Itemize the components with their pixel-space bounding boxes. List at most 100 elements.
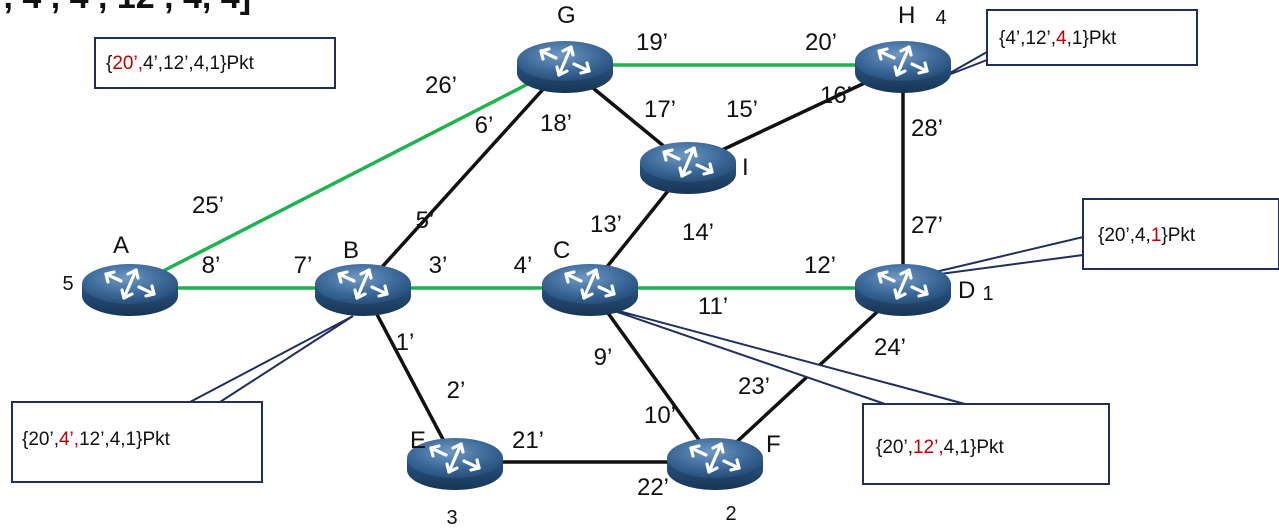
callout-part: {20’,4,	[1098, 225, 1151, 246]
port-label: 26’	[425, 72, 457, 99]
node-label-g: G	[557, 2, 576, 29]
callout-h: {4’,12’,4,1}Pkt	[942, 9, 1198, 78]
router-icon	[540, 262, 640, 318]
callout-box	[1082, 198, 1279, 270]
router-f[interactable]	[665, 436, 765, 492]
port-label: 25’	[192, 192, 224, 219]
callout-c: {20’,12’,4,1}Pkt	[599, 305, 1110, 485]
router-icon	[665, 436, 765, 492]
callout-part: }Pkt	[1161, 225, 1196, 246]
node-label-h: H	[898, 2, 915, 29]
callout-text: {20’,4’,12’,4,1}Pkt	[22, 429, 171, 450]
node-number-h: 4	[935, 7, 946, 29]
callout-part: {	[106, 53, 113, 74]
router-icon	[853, 39, 953, 95]
callout-text: {4’,12’,4,1}Pkt	[999, 28, 1117, 49]
callout-part: 12’,4,1}Pkt	[79, 429, 171, 450]
router-icon	[638, 140, 738, 196]
callout-box	[11, 401, 263, 483]
router-c[interactable]	[540, 262, 640, 318]
link-b-e	[361, 287, 457, 463]
port-label: 2’	[447, 377, 466, 404]
port-label: 5’	[416, 207, 435, 234]
link-c-f	[588, 286, 717, 464]
port-label: 28’	[911, 115, 943, 142]
port-label: 21’	[512, 427, 544, 454]
port-label: 23’	[738, 373, 770, 400]
callout-box	[862, 403, 1110, 485]
port-label: 1’	[396, 329, 415, 356]
router-g[interactable]	[515, 39, 615, 95]
port-label: 4’	[514, 252, 533, 279]
callout-part: 4,1}Pkt	[944, 437, 1005, 458]
port-label: 8’	[202, 252, 221, 279]
port-label: 7’	[294, 252, 313, 279]
callout-box	[94, 37, 336, 89]
callout-part: {4’,12’,	[999, 28, 1056, 49]
port-label: 6’	[475, 112, 494, 139]
callout-d: {20’,4,1}Pkt	[909, 198, 1279, 279]
port-label: 12’	[804, 252, 836, 279]
port-label: 14’	[682, 219, 714, 246]
callout-box	[986, 9, 1198, 66]
port-label: 22’	[637, 474, 669, 501]
port-label: 10’	[644, 402, 676, 429]
router-a[interactable]	[80, 262, 180, 318]
port-label: 16’	[820, 82, 852, 109]
port-label: 27’	[911, 212, 943, 239]
router-icon	[313, 262, 413, 318]
callout-b: {20’,4’,12’,4,1}Pkt	[11, 315, 354, 483]
link-a-g	[129, 63, 566, 290]
router-i[interactable]	[638, 140, 738, 196]
callout-part: {20’,	[876, 437, 913, 458]
node-label-i: I	[742, 154, 749, 181]
callout-text: {20’,12’,4,1}Pkt	[876, 437, 1005, 458]
callout-highlight: 4’,	[59, 429, 79, 450]
callout-pointer	[599, 305, 966, 405]
labels-layer: ’, 4’, 4’, 12’, 4, 4] A 5 B C D1E 3 F 2 G H4I 8’ 7’…	[0, 0, 994, 528]
port-label: 3’	[429, 252, 448, 279]
port-label: 13’	[590, 211, 622, 238]
node-number-d: 1	[982, 283, 993, 305]
router-icon	[80, 262, 180, 318]
router-icon	[853, 262, 953, 318]
callouts-layer: {20’,4’,12’,4,1}Pkt{4’,12’,4,1}Pkt{20’,4…	[11, 9, 1279, 485]
callout-highlight: 4	[1056, 28, 1067, 49]
port-label: 9’	[594, 344, 613, 371]
node-label-a: A	[113, 232, 129, 259]
callout-text: {20’,4,1}Pkt	[1098, 225, 1196, 246]
node-label-f: F	[766, 431, 781, 458]
callout-highlight: 20’,	[112, 53, 143, 74]
port-label: 19’	[636, 29, 668, 56]
callout-g: {20’,4’,12’,4,1}Pkt	[94, 37, 336, 89]
router-h[interactable]	[853, 39, 953, 95]
callout-pointer	[189, 315, 354, 403]
callout-text: {20’,4’,12’,4,1}Pkt	[106, 53, 255, 74]
callout-pointer	[909, 235, 1084, 279]
node-number-a: 5	[62, 273, 73, 295]
port-label: 11’	[698, 293, 728, 320]
router-icon	[515, 39, 615, 95]
node-number-f: 2	[725, 503, 736, 525]
node-number-e: 3	[446, 507, 457, 528]
callout-part: 4’,12’,4,1}Pkt	[143, 53, 255, 74]
callout-pointer	[942, 50, 988, 78]
link-b-g	[361, 63, 567, 290]
node-label-c: C	[553, 237, 570, 264]
router-d[interactable]	[853, 262, 953, 318]
port-label: 20’	[805, 29, 837, 56]
port-label: 24’	[874, 334, 906, 361]
callout-highlight: 1	[1151, 225, 1162, 246]
node-label-d: D	[958, 277, 975, 304]
port-label: 17’	[644, 96, 676, 123]
node-label-e: E	[410, 427, 426, 454]
callout-part: {20’,	[22, 429, 59, 450]
callout-highlight: 12’,	[913, 437, 944, 458]
callout-part: ,1}Pkt	[1067, 28, 1117, 49]
node-label-b: B	[343, 237, 359, 264]
port-label: 15’	[726, 96, 758, 123]
router-b[interactable]	[313, 262, 413, 318]
title-fragment: ’, 4’, 4’, 12’, 4, 4]	[0, 0, 251, 16]
